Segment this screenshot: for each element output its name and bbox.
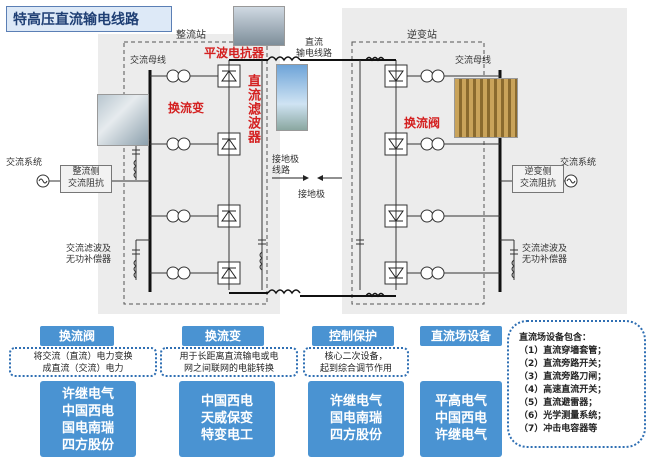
company-name: 中国西电 <box>434 411 487 426</box>
rectifier-transformers <box>150 69 218 280</box>
dc-equipment-item: （5）直流避雷器； <box>519 398 598 408</box>
ac-system-left-label: 交流系统 <box>6 158 43 168</box>
rectifier-impedance-box: 整流侧 交流阻抗 <box>60 165 112 193</box>
company-name: 平高电气 <box>434 394 487 409</box>
inverter-station-label: 逆变站 <box>407 30 437 41</box>
smoothing-reactor-label: 平波电抗器 <box>204 46 265 60</box>
converter-valve-photo <box>454 78 518 138</box>
company-name: 中国西电 <box>200 394 253 409</box>
company-name: 中国西电 <box>61 404 114 419</box>
company-name: 特变电工 <box>200 428 253 443</box>
circuit-schematic <box>36 8 627 314</box>
category-header-valve: 换流阀 <box>40 326 114 346</box>
category-desc-transformer: 用于长距离直流输电或电 网之间联网的电能转换 <box>160 347 298 377</box>
category-header-control: 控制保护 <box>312 326 394 346</box>
dc-equipment-item: （4）高速直流开关； <box>519 385 607 395</box>
smoothing-reactor-bottom <box>267 289 301 295</box>
converter-transformer-label: 换流变 <box>168 101 205 115</box>
dc-filters <box>258 60 364 290</box>
ac-bus-left-label: 交流母线 <box>130 56 167 66</box>
dc-equipment-heading: 直流场设备包含： <box>519 333 592 343</box>
company-name: 国电南瑞 <box>329 411 382 426</box>
company-name: 四方股份 <box>329 428 382 443</box>
dc-equipment-item: （3）直流旁路刀闸； <box>519 372 607 382</box>
converter-transformer-photo <box>97 94 149 146</box>
converter-valve-label: 换流阀 <box>404 116 441 130</box>
ground-electrode-label: 接地极 <box>298 190 326 200</box>
company-panel-transformer: 中国西电 天威保变 特变电工 <box>179 381 275 457</box>
category-desc-valve: 将交流（直流）电力变换 成直流（交流）电力 <box>9 347 157 377</box>
smoothing-reactor-photo <box>233 6 285 46</box>
company-name: 国电南瑞 <box>61 421 114 436</box>
company-panel-valve: 许继电气 中国西电 国电南瑞 四方股份 <box>40 381 136 457</box>
dc-tower-photo <box>276 64 308 131</box>
ac-filter-left-label: 交流滤波及 无功补偿器 <box>66 244 112 265</box>
inverter-transformers <box>407 69 500 280</box>
company-panel-control: 许继电气 国电南瑞 四方股份 <box>308 381 404 457</box>
company-name: 天威保变 <box>200 411 253 426</box>
dc-equipment-item: （1）直流穿墙套管； <box>519 346 607 356</box>
company-name: 许继电气 <box>61 387 114 402</box>
inverter-impedance-box: 逆变侧 交流阻抗 <box>512 165 564 193</box>
ac-filter-right-label: 交流滤波及 无功补偿器 <box>522 244 568 265</box>
dc-equipment-item: （6）光学测量系统； <box>519 411 607 421</box>
dc-equipment-item: （2）直流旁路开关； <box>519 359 607 369</box>
dc-filter-label: 直流滤波器 <box>245 74 260 144</box>
category-header-dc-field: 直流场设备 <box>420 326 502 346</box>
dc-line-label: 直流 输电线路 <box>296 38 333 59</box>
company-name: 许继电气 <box>434 428 487 443</box>
category-header-transformer: 换流变 <box>182 326 264 346</box>
rectifier-station-label: 整流站 <box>176 30 206 41</box>
dc-equipment-item: （7）冲击电容器等 <box>519 424 598 434</box>
company-panel-dc-field: 平高电气 中国西电 许继电气 <box>420 381 502 457</box>
ground-line-label: 接地极 线路 <box>272 155 300 176</box>
smoothing-reactor-top <box>267 56 301 62</box>
dc-equipment-list: 直流场设备包含： （1）直流穿墙套管； （2）直流旁路开关； （3）直流旁路刀闸… <box>507 320 646 448</box>
company-name: 许继电气 <box>329 394 382 409</box>
company-name: 四方股份 <box>61 438 114 453</box>
inverter-station-box <box>351 41 485 305</box>
rectifier-station-box <box>123 41 268 305</box>
rectifier-valves <box>217 60 241 290</box>
category-desc-control: 核心二次设备， 起到综合调节作用 <box>303 347 409 377</box>
ac-system-right-label: 交流系统 <box>560 158 597 168</box>
hvdc-diagram: 特高压直流输电线路 <box>6 6 627 314</box>
page-title: 特高压直流输电线路 <box>6 6 172 32</box>
ac-bus-right-label: 交流母线 <box>455 56 492 66</box>
rectifier-shade <box>98 34 280 314</box>
